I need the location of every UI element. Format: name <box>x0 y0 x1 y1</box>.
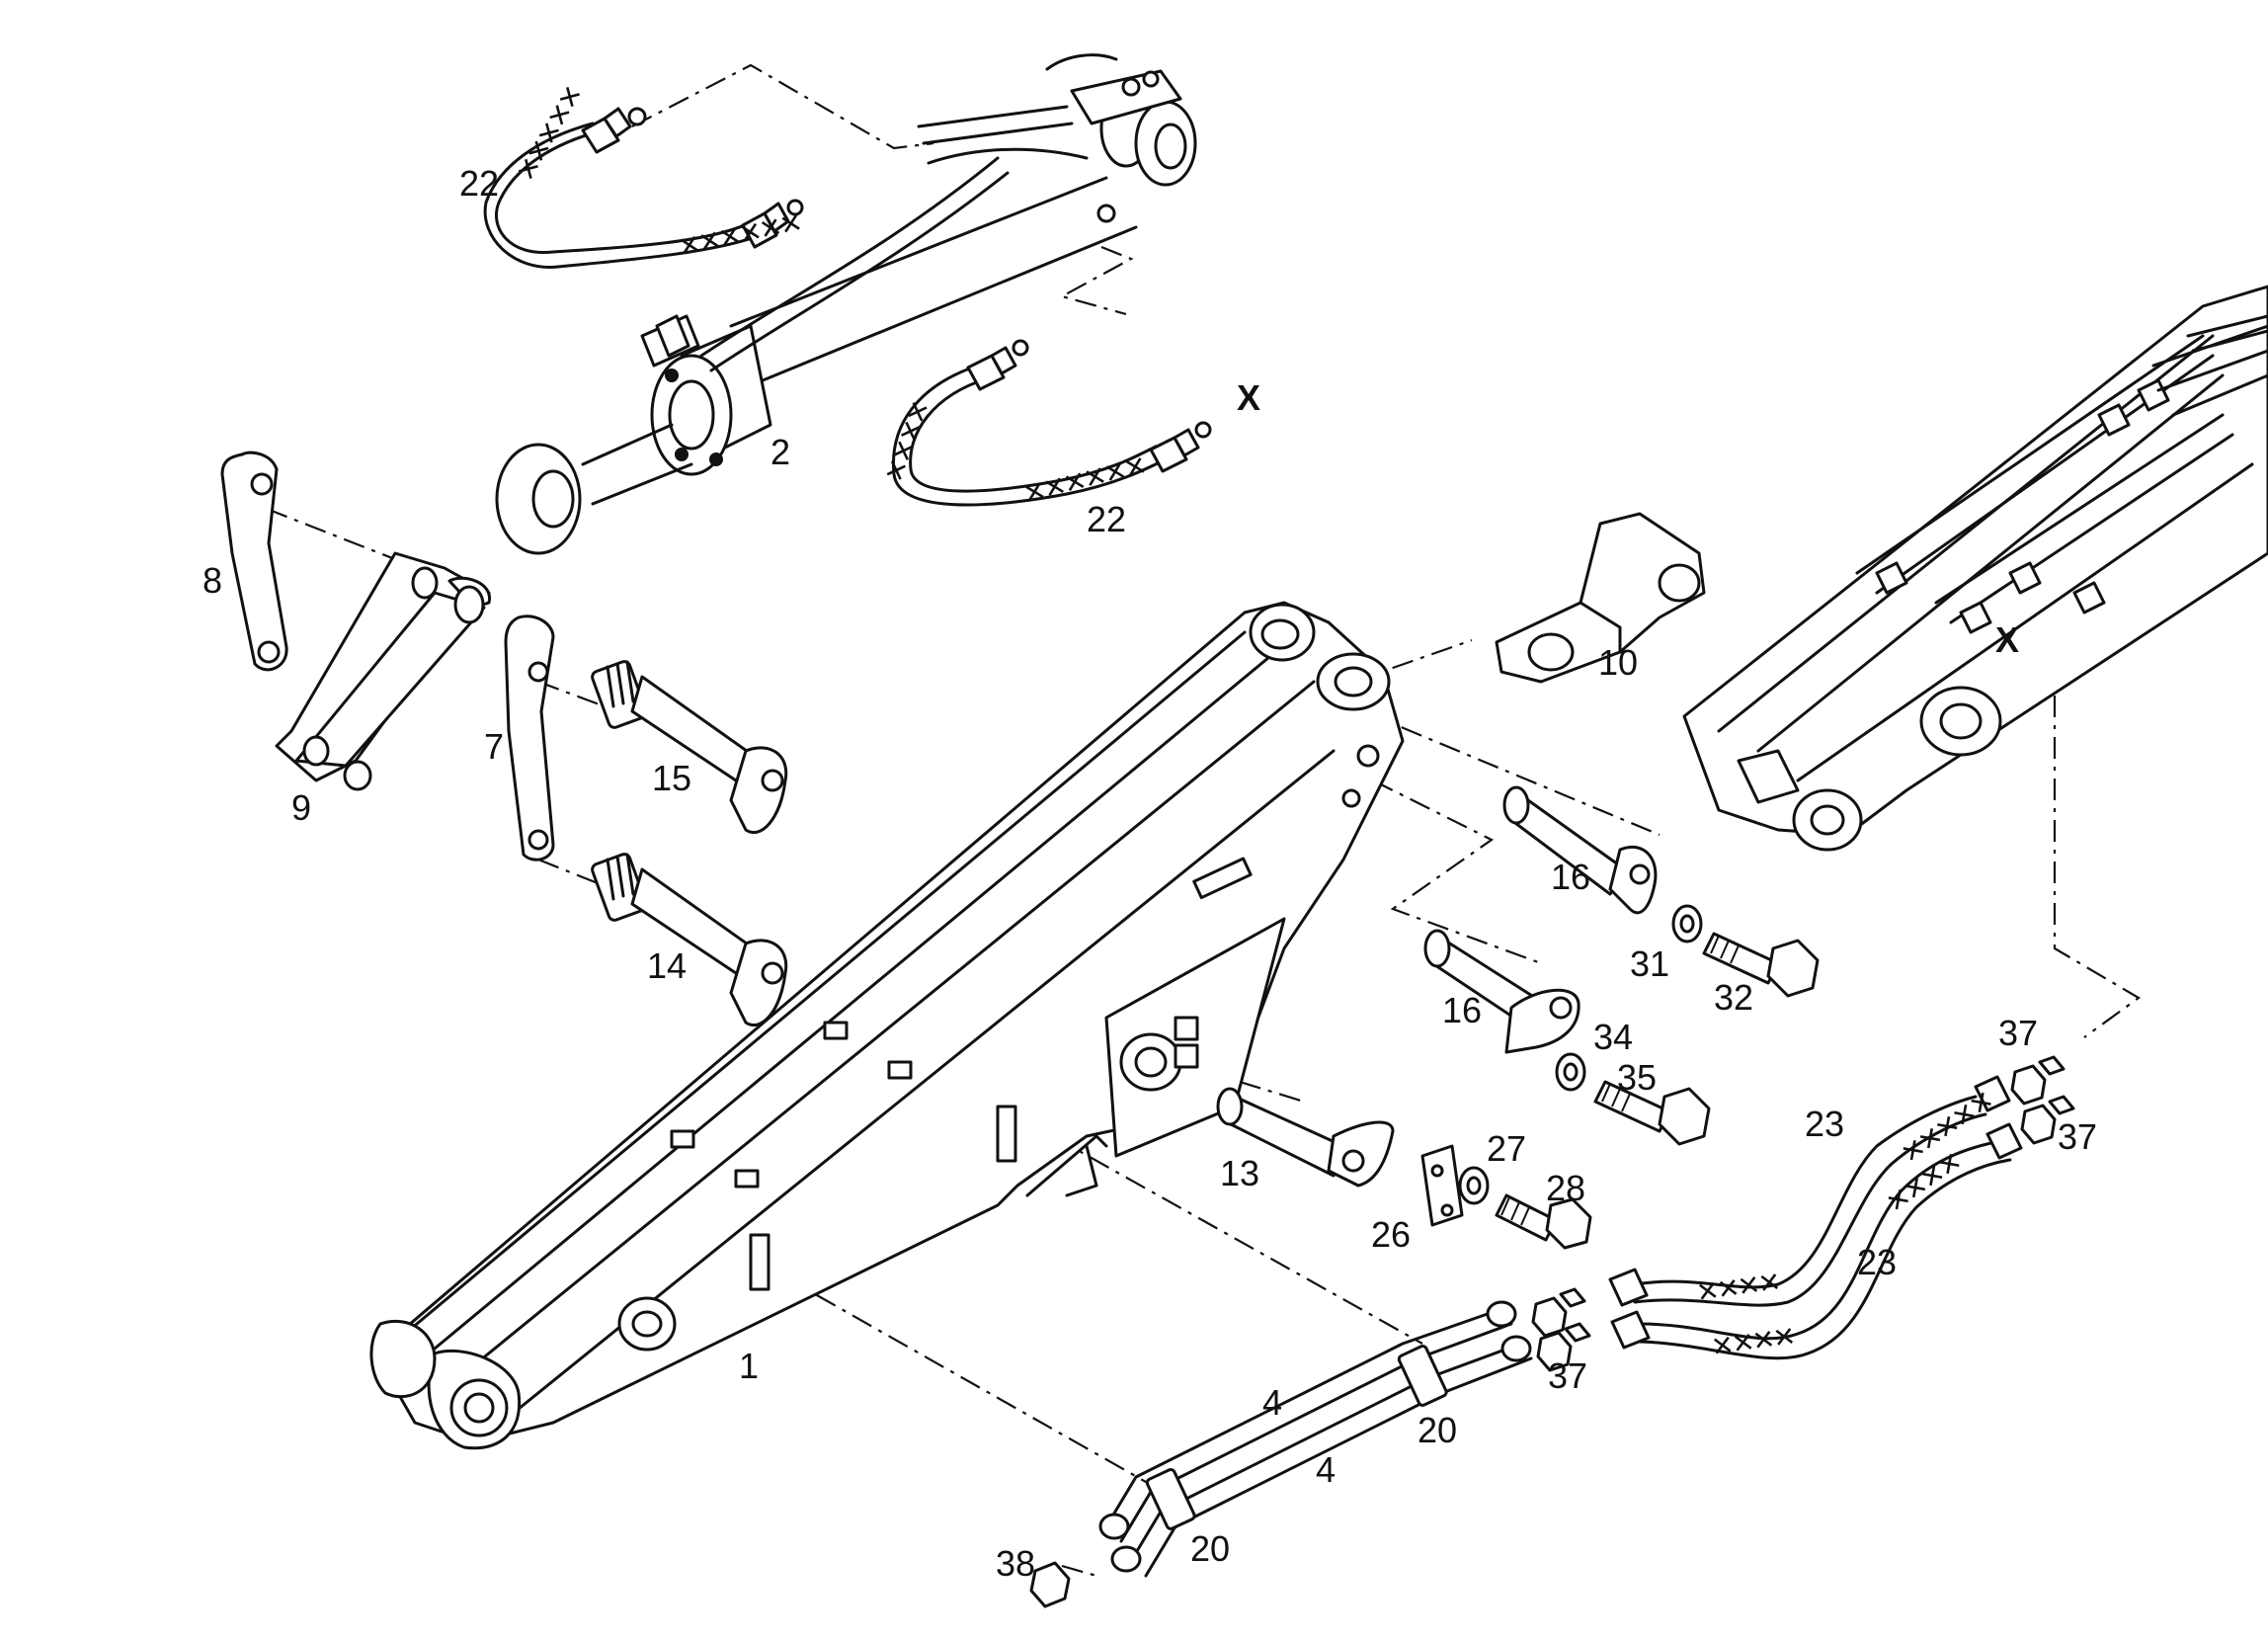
label-28: 28 <box>1546 1168 1585 1208</box>
label-1: 1 <box>739 1346 759 1386</box>
label-15: 15 <box>652 758 691 798</box>
pin-15 <box>591 660 788 834</box>
label-20b: 20 <box>1190 1528 1230 1569</box>
label-35: 35 <box>1617 1057 1657 1098</box>
clamp-20-left <box>1145 1468 1196 1530</box>
tube-end-fittings <box>1098 1300 1532 1573</box>
hose-22-upper: ××××× ×××××× <box>483 77 805 269</box>
label-x-right: X <box>1995 619 2019 660</box>
washer-31 <box>1671 904 1703 944</box>
label-13: 13 <box>1220 1153 1259 1193</box>
cylinder-2 <box>495 53 1197 555</box>
label-10: 10 <box>1598 642 1638 683</box>
label-20a: 20 <box>1418 1410 1457 1450</box>
fittings-37-right <box>2010 1055 2075 1145</box>
label-8: 8 <box>202 560 222 601</box>
label-23a: 23 <box>1805 1104 1844 1144</box>
bolt-35 <box>1593 1080 1711 1146</box>
pin-16-lower <box>1423 929 1580 1054</box>
plate-26 <box>1420 1144 1464 1227</box>
label-22b: 22 <box>1087 499 1126 539</box>
plug-38 <box>1029 1561 1071 1608</box>
boom-1 <box>369 601 1405 1450</box>
label-37b: 37 <box>1998 1013 2038 1053</box>
label-26: 26 <box>1371 1214 1411 1255</box>
washer-27 <box>1458 1166 1490 1205</box>
pin-16-upper <box>1502 785 1658 915</box>
label-4b: 4 <box>1316 1449 1336 1490</box>
clevis-10 <box>1495 512 1706 684</box>
label-4a: 4 <box>1262 1382 1282 1423</box>
clamp-20-right <box>1397 1345 1448 1407</box>
label-37c: 37 <box>2058 1116 2097 1157</box>
fittings-37-center <box>1531 1287 1591 1372</box>
svg-text:×××××: ××××× <box>505 77 592 188</box>
label-34: 34 <box>1593 1017 1633 1057</box>
label-9: 9 <box>291 787 311 828</box>
svg-text:××××××: ×××××× <box>675 201 805 266</box>
washer-34 <box>1555 1052 1586 1092</box>
label-16b: 16 <box>1442 990 1482 1030</box>
label-27: 27 <box>1487 1128 1526 1169</box>
pin-14 <box>591 853 788 1026</box>
label-38: 38 <box>996 1543 1035 1584</box>
lever-9 <box>275 551 491 791</box>
bolt-32 <box>1702 932 1820 998</box>
label-22a: 22 <box>459 163 499 204</box>
label-31: 31 <box>1630 944 1669 984</box>
svg-text:××××××: ×××××× <box>1019 444 1150 513</box>
pin-13 <box>1216 1087 1395 1188</box>
tube-4-pair <box>1104 1307 1533 1578</box>
svg-text:××××: ×××× <box>873 395 939 487</box>
label-37a: 37 <box>1548 1355 1587 1396</box>
bolt-28 <box>1495 1193 1592 1250</box>
label-14: 14 <box>647 945 687 986</box>
label-2: 2 <box>770 432 790 472</box>
label-x-upper: X <box>1237 377 1260 418</box>
label-32: 32 <box>1714 977 1753 1018</box>
label-23b: 23 <box>1857 1242 1897 1282</box>
link-8 <box>220 451 288 672</box>
label-16a: 16 <box>1551 857 1590 897</box>
label-7: 7 <box>484 726 504 767</box>
hose-22-lower: ×××× ×××××× <box>873 339 1212 514</box>
link-7 <box>504 615 555 862</box>
callout-labels: 1 2 4 4 7 8 9 10 13 14 15 16 16 20 20 22… <box>202 163 2097 1584</box>
stick-detail-right <box>1682 285 2268 852</box>
